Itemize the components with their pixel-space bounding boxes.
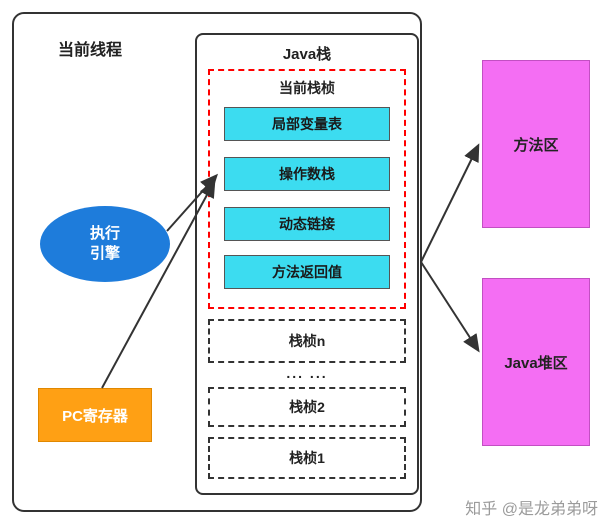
- current-stack-frame-title: 当前栈桢: [279, 80, 335, 96]
- java-heap-area-box: Java堆区: [482, 278, 590, 446]
- arrow-stack-to-heap-area: [420, 261, 480, 353]
- arrow-stack-to-method-area: [420, 143, 480, 263]
- local-variable-table-box: 局部变量表: [224, 107, 390, 141]
- watermark: 知乎 @是龙弟弟呀: [465, 495, 598, 519]
- operand-stack-box: 操作数栈: [224, 157, 390, 191]
- method-area-box: 方法区: [482, 60, 590, 228]
- java-stack-title: Java栈: [282, 46, 332, 63]
- method-return-value-box: 方法返回值: [224, 255, 390, 289]
- stack-frame-n-box: 栈桢n: [208, 319, 406, 363]
- java-stack-box: Java栈 当前栈桢 局部变量表 操作数栈 动态链接 方法返回值 栈桢n ...…: [195, 33, 419, 495]
- stack-frame-2-box: 栈桢2: [208, 387, 406, 427]
- current-thread-label: 当前线程: [58, 42, 123, 59]
- execution-engine-ellipse: 执行 引擎: [40, 206, 170, 282]
- dynamic-linking-box: 动态链接: [224, 207, 390, 241]
- current-stack-frame-box: 当前栈桢 局部变量表 操作数栈 动态链接 方法返回值: [208, 69, 406, 309]
- stack-frames-ellipsis: ... ...: [286, 365, 328, 381]
- stack-frame-1-box: 栈桢1: [208, 437, 406, 479]
- watermark-text: 知乎 @是龙弟弟呀: [465, 501, 598, 518]
- pc-register-box: PC寄存器: [38, 388, 152, 442]
